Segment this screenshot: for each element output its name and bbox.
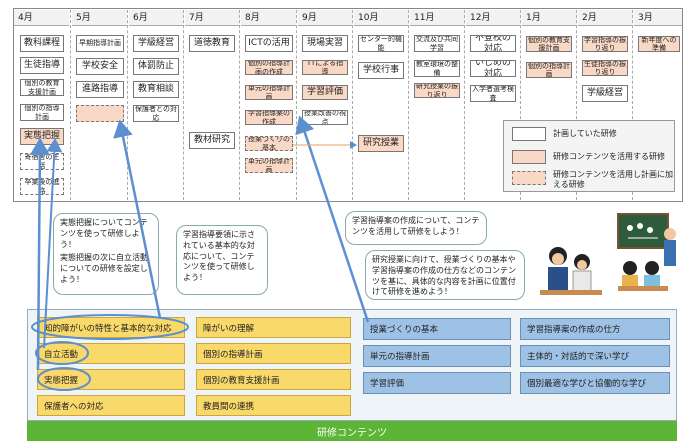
training-item-content: 学習指導の振り返り (582, 36, 628, 52)
content-item[interactable]: 個別の教育支援計画 (196, 369, 351, 390)
content-item[interactable]: 主体的・対話的で深い学び (520, 345, 670, 367)
column-divider (296, 10, 297, 200)
training-item: 道徳教育 (189, 35, 235, 52)
month-feb: 2月 (578, 10, 633, 26)
legend-swatch-added (512, 171, 546, 185)
content-item[interactable]: 障がいの理解 (196, 317, 351, 338)
speech-bubble: 学習指導案の作成について、コンテンツを活用して研修をしよう！ (345, 211, 487, 245)
training-item: 不登校の対応 (470, 35, 516, 52)
training-item: ICTの活用 (245, 35, 293, 52)
training-item: 現場実習 (302, 35, 348, 52)
training-item: 教材研究 (189, 132, 235, 149)
training-item-content: 研究授業 (358, 135, 404, 152)
column-divider (464, 10, 465, 200)
column-divider (352, 10, 353, 200)
training-item: 体罰防止 (133, 58, 179, 75)
month-oct: 10月 (354, 10, 409, 26)
training-item: いじめの対応 (470, 60, 516, 77)
content-item[interactable]: 自立活動 (37, 343, 185, 364)
column-divider (183, 10, 184, 200)
content-item[interactable]: 授業づくりの基本 (363, 318, 511, 340)
training-item: 早期指導計画 (76, 35, 124, 52)
training-item-content: 研究授業の振り返り (414, 83, 460, 98)
column-divider (70, 10, 71, 200)
training-item: 進路指導 (76, 81, 124, 98)
bubble-text: 実態把握の次に自立活動についての研修を設定しよう！ (60, 253, 148, 284)
training-item-content: 個別の指導計画の作成 (245, 60, 293, 75)
training-item: 個別の指導計画 (20, 104, 64, 121)
column-divider (632, 10, 633, 200)
training-item-content: 生徒指導の振り返り (582, 60, 628, 76)
training-item-added: 単元の指導計画 (245, 158, 293, 173)
content-item[interactable]: 個別の指導計画 (196, 343, 351, 364)
month-dec: 12月 (466, 10, 521, 26)
training-item: 保護者との対応 (133, 105, 179, 122)
column-divider (520, 10, 521, 200)
column-divider (127, 10, 128, 200)
month-jul: 7月 (185, 10, 240, 26)
training-item: 交流及び共同学習 (414, 35, 460, 52)
content-item[interactable]: 保護者への対応 (37, 395, 185, 416)
month-sep: 9月 (298, 10, 353, 26)
training-item: 寄宿舎の生活 (20, 153, 64, 170)
column-divider (576, 10, 577, 200)
training-item: 学校行事 (358, 62, 404, 79)
content-item[interactable]: 学習指導案の作成の仕方 (520, 318, 670, 340)
training-item: 学校安全 (76, 58, 124, 75)
training-item: 教科課程 (20, 35, 64, 52)
training-item: 学級経営 (133, 35, 179, 52)
training-item-content: 実態把握 (20, 128, 64, 145)
training-item: 授業改善の視点 (302, 110, 348, 125)
training-item-content: 学習指導案の作成 (245, 110, 293, 125)
training-item: 個別の教育支援計画 (20, 79, 64, 96)
month-aug: 8月 (241, 10, 296, 26)
training-item-content: 学習評価 (302, 85, 348, 100)
month-jun: 6月 (129, 10, 184, 26)
training-item-content: 新年度への準備 (638, 36, 680, 52)
column-divider (408, 10, 409, 200)
month-nov: 11月 (410, 10, 465, 26)
content-item[interactable]: 単元の指導計画 (363, 345, 511, 367)
legend-swatch-planned (512, 127, 546, 141)
legend-swatch-content (512, 150, 546, 164)
speech-bubble: 実態把握についてコンテンツを使って研修しよう！ 実態把握の次に自立活動についての… (53, 213, 159, 295)
legend-label: 計画していた研修 (553, 129, 617, 138)
teacher-students-illustration (540, 213, 676, 295)
training-item-content: 個別の教育支援計画 (526, 36, 572, 52)
training-item-content: 単元の指導計画 (245, 85, 293, 100)
content-footer-bar: 研修コンテンツ (27, 421, 677, 441)
content-item[interactable]: 実態把握 (37, 369, 185, 390)
training-item-added: 授業づくりの基本 (245, 136, 293, 151)
training-item: 卒業後の進路 (20, 178, 64, 195)
training-item: 教室環境の整備 (414, 60, 460, 77)
speech-bubble: 学習指導要領に示されている基本的な対応について、コンテンツを使って研修しよう！ (176, 225, 268, 295)
legend-label: 研修コンテンツを活用する研修 (553, 152, 665, 161)
training-item-content: TTによる指導 (302, 60, 348, 75)
training-item-content: 個別の指導計画 (526, 62, 572, 78)
training-item: センター的機能 (358, 35, 404, 52)
content-item[interactable]: 個別最適な学びと協働的な学び (520, 372, 670, 394)
training-item: 教育相談 (133, 81, 179, 98)
training-item: 生徒指導 (20, 57, 64, 74)
training-item: 学級経営 (582, 85, 628, 102)
month-apr: 4月 (14, 10, 69, 26)
month-jan: 1月 (522, 10, 577, 26)
month-mar: 3月 (634, 10, 682, 26)
content-item[interactable]: 知的障がいの特性と基本的な対応 (37, 317, 185, 338)
bubble-text: 実態把握についてコンテンツを使って研修しよう！ (60, 218, 148, 249)
content-item[interactable]: 学習評価 (363, 372, 511, 394)
training-item: 入学者選考検査 (470, 85, 516, 102)
speech-bubble: 研究授業に向けて、授業づくりの基本や学習指導案の作成の仕方などのコンテンツを基に… (365, 250, 525, 300)
content-item[interactable]: 教員間の連携 (196, 395, 351, 416)
month-may: 5月 (72, 10, 127, 26)
training-item-added (76, 105, 124, 122)
column-divider (239, 10, 240, 200)
legend-label: 研修コンテンツを活用し計画に加える研修 (553, 170, 673, 189)
